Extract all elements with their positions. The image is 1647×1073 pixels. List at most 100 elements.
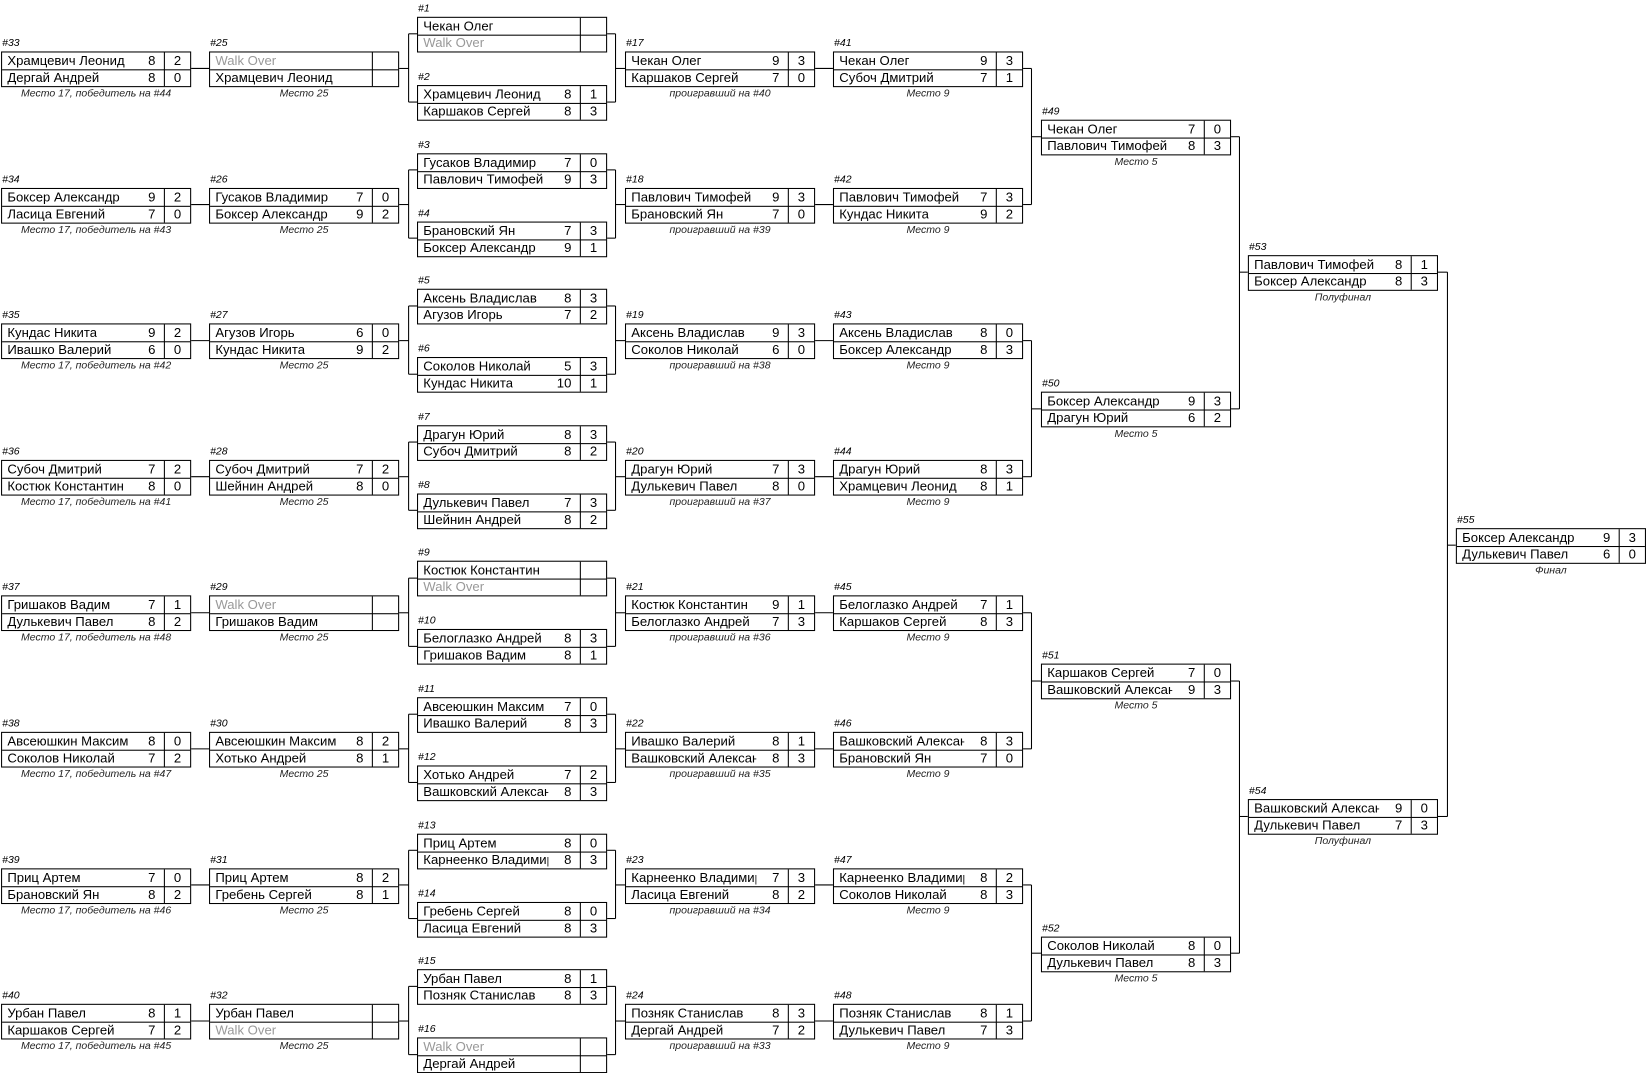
player-row[interactable]: Чекан Олег — [418, 18, 606, 35]
player-row[interactable]: Гришаков Вадим — [210, 613, 399, 631]
player-row[interactable]: Walk Over — [210, 597, 398, 614]
player-row[interactable]: Walk Over — [418, 578, 607, 596]
player-row[interactable]: Walk Over — [418, 1039, 606, 1056]
player-row[interactable]: Костюк Константин — [418, 562, 606, 579]
player-row[interactable]: Дергай Андрей — [418, 1055, 607, 1072]
player-row[interactable]: Walk Over — [210, 1021, 399, 1039]
player-row[interactable]: Вашковский Александр90 — [1249, 801, 1437, 818]
player-row[interactable]: Walk Over — [418, 34, 607, 52]
player-row[interactable]: Walk Over — [210, 52, 398, 69]
